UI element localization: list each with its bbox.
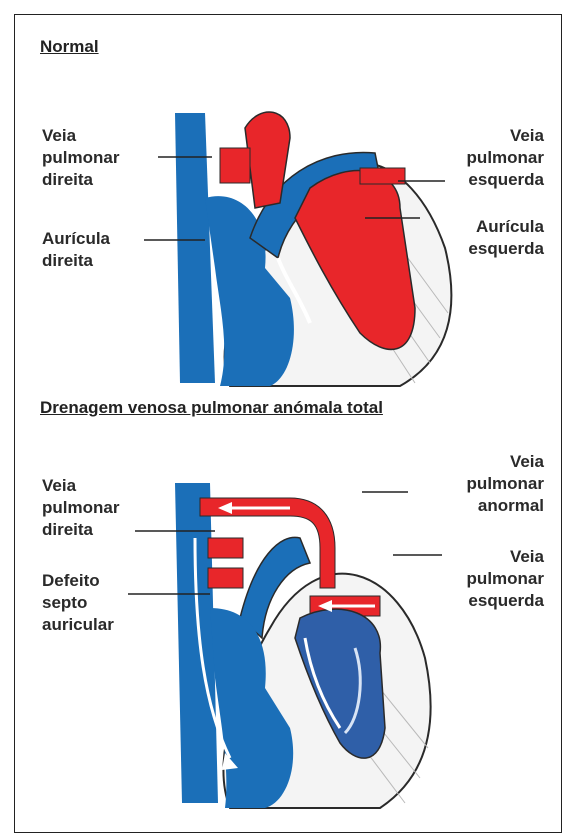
anomalous-leader-lines — [0, 0, 576, 835]
